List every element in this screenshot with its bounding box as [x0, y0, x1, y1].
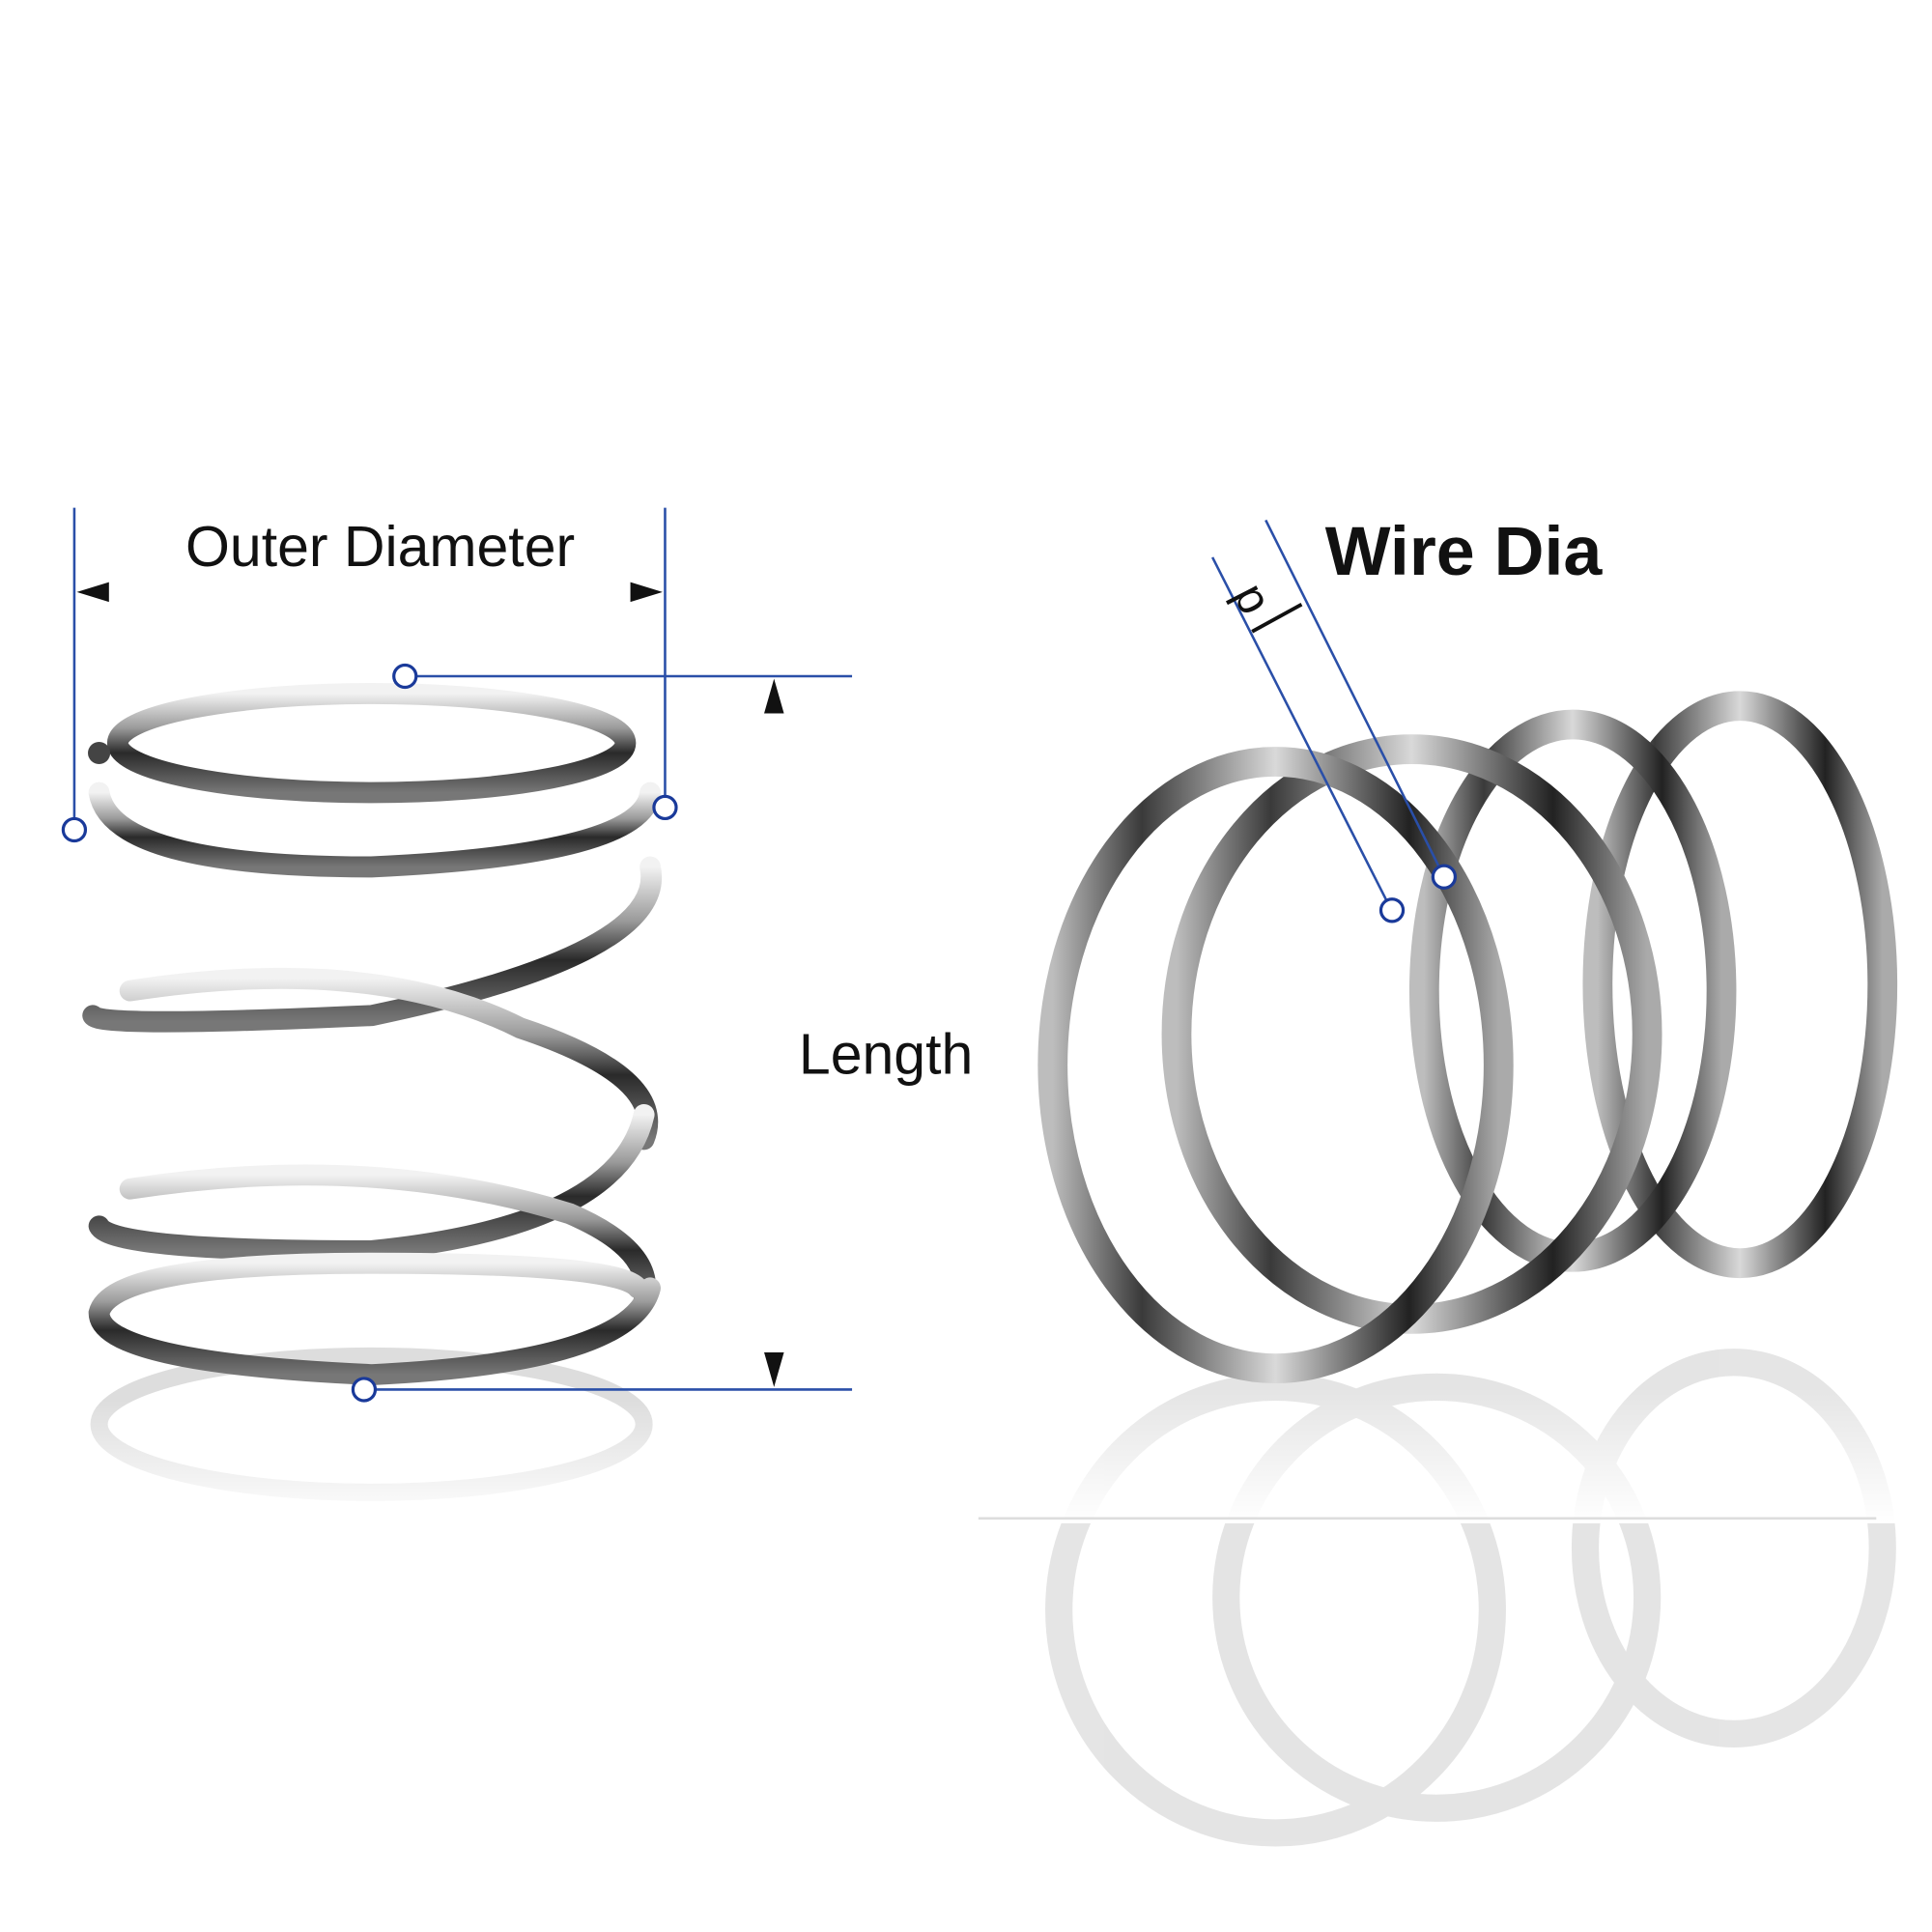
- wd-extension-2: [1264, 519, 1440, 868]
- length-dimension: Length: [351, 663, 973, 1403]
- coil-4: [119, 967, 659, 1151]
- length-arrowhead-bottom: [764, 1352, 784, 1387]
- outer-diameter-dimension: Outer Diameter: [61, 507, 678, 843]
- length-arrowhead-top: [764, 678, 784, 714]
- wire-dia-label: Wire Dia: [1325, 513, 1604, 590]
- coil-3: [82, 856, 663, 1033]
- coil-6: [119, 1164, 656, 1312]
- wd-extension-1: [1210, 556, 1389, 902]
- ring-4: [1582, 691, 1898, 1279]
- wire-dia-dimension: d Wire Dia: [1210, 513, 1604, 923]
- coil-7: [88, 1252, 661, 1385]
- length-marker-top: [392, 663, 418, 690]
- left-spring-image: [73, 683, 694, 1523]
- coil-5: [88, 1103, 655, 1262]
- ring-1: [1037, 747, 1514, 1384]
- length-marker-bottom: [351, 1377, 378, 1403]
- right-spring-image: [966, 691, 1908, 1847]
- outer-diameter-label: Outer Diameter: [185, 516, 575, 579]
- od-arrowhead-left: [76, 582, 109, 603]
- wd-marker-2: [1431, 864, 1458, 890]
- length-label: Length: [799, 1024, 973, 1087]
- coil-1: [106, 683, 637, 804]
- coil-2: [88, 781, 661, 878]
- wire-end-cap: [88, 741, 111, 765]
- od-marker-left: [61, 816, 88, 843]
- wd-marker-1: [1378, 897, 1406, 923]
- od-marker-right: [652, 794, 678, 821]
- od-arrowhead-right: [630, 582, 663, 603]
- wd-cross-line: [1251, 602, 1303, 634]
